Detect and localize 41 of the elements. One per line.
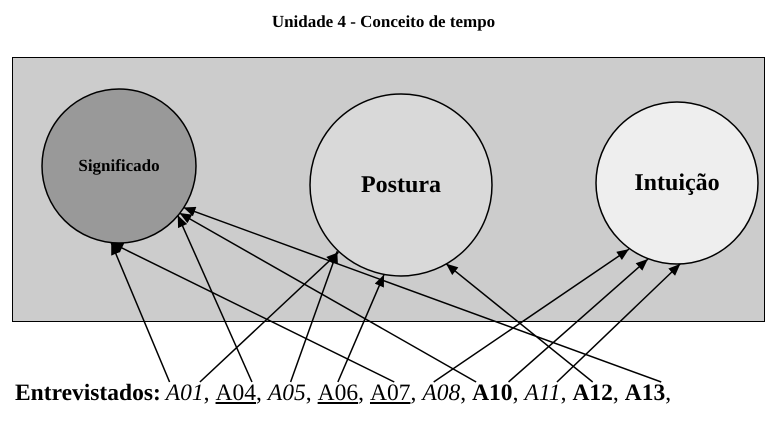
row-heading: Entrevistados: xyxy=(15,380,161,407)
arrow xyxy=(110,242,395,383)
separator-comma: , xyxy=(665,380,672,407)
interviewee-code: A06 xyxy=(318,380,358,407)
interviewee-code: A04 xyxy=(216,380,256,407)
panel-background xyxy=(12,57,765,322)
arrow xyxy=(433,248,630,383)
diagram-title: Unidade 4 - Conceito de tempo xyxy=(270,12,496,32)
separator-comma: , xyxy=(460,380,466,407)
separator-comma: , xyxy=(306,380,312,407)
separator-comma: , xyxy=(560,380,566,407)
category-label: Intuição xyxy=(634,170,720,196)
interviewee-code: A05 xyxy=(268,380,306,407)
separator-comma: , xyxy=(204,380,210,407)
separator-comma: , xyxy=(358,380,364,407)
arrow xyxy=(179,212,476,383)
separator-comma: , xyxy=(612,380,619,407)
arrow xyxy=(446,263,594,383)
interviewee-code: A08 xyxy=(422,380,460,407)
category-label: Postura xyxy=(361,172,441,198)
arrow xyxy=(199,252,339,383)
interviewee-code: A10 xyxy=(472,380,513,407)
category-circle xyxy=(309,93,493,277)
arrow xyxy=(183,206,662,383)
category-label: Significado xyxy=(78,156,160,176)
interviewee-code: A01 xyxy=(166,380,204,407)
interviewee-code: A13 xyxy=(624,380,666,407)
arrow xyxy=(556,263,681,383)
category-circle xyxy=(41,88,197,244)
category-circle xyxy=(595,101,759,265)
arrow xyxy=(337,274,385,382)
separator-comma: , xyxy=(256,380,262,407)
arrow xyxy=(177,214,253,382)
separator-comma: , xyxy=(512,380,518,407)
separator-comma: , xyxy=(410,380,416,407)
interviewee-code: A07 xyxy=(370,380,410,407)
interviewee-code: A12 xyxy=(572,380,613,407)
arrow xyxy=(110,242,170,382)
arrow xyxy=(290,251,338,382)
interviewee-code: A11 xyxy=(524,380,561,407)
arrow xyxy=(508,258,648,383)
